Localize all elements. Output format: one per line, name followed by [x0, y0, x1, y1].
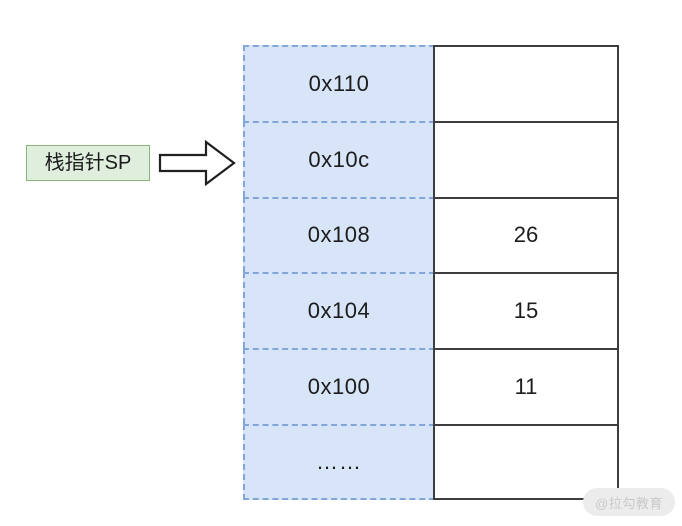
- address-cell: ……: [243, 423, 435, 500]
- value-cell: [433, 120, 619, 197]
- value-cell: [433, 45, 619, 121]
- table-row: 0x104 15: [243, 272, 621, 349]
- value-cell: [433, 423, 619, 500]
- address-text: 0x104: [307, 298, 371, 324]
- address-text: 0x108: [307, 222, 371, 248]
- memory-stack-table: 0x110 0x10c 0x108 26 0x104: [243, 45, 621, 500]
- table-row: ……: [243, 423, 621, 500]
- table-row: 0x100 11: [243, 348, 621, 424]
- value-cell: 11: [433, 348, 619, 424]
- address-cell: 0x110: [243, 45, 435, 121]
- address-text: 0x100: [307, 374, 371, 400]
- address-text: 0x110: [308, 70, 370, 96]
- value-cell: 15: [433, 272, 619, 349]
- value-text: 26: [513, 222, 539, 248]
- table-row: 0x110: [243, 45, 621, 121]
- value-cell: 26: [433, 196, 619, 273]
- watermark: @拉勾教育: [583, 488, 675, 516]
- stack-pointer-label-text: 栈指针SP: [44, 152, 132, 174]
- stack-pointer-label: 栈指针SP: [26, 145, 150, 181]
- address-text: 0x10c: [308, 146, 370, 172]
- right-block-arrow-icon: [158, 138, 236, 188]
- address-cell: 0x108: [243, 196, 435, 273]
- address-cell: 0x100: [243, 348, 435, 424]
- address-cell: 0x10c: [243, 120, 435, 197]
- address-cell: 0x104: [243, 272, 435, 349]
- value-text: 15: [513, 298, 539, 324]
- table-row: 0x108 26: [243, 196, 621, 273]
- table-row: 0x10c: [243, 120, 621, 197]
- watermark-text: @拉勾教育: [595, 495, 663, 511]
- address-text: ……: [316, 448, 362, 474]
- value-text: 11: [514, 374, 538, 400]
